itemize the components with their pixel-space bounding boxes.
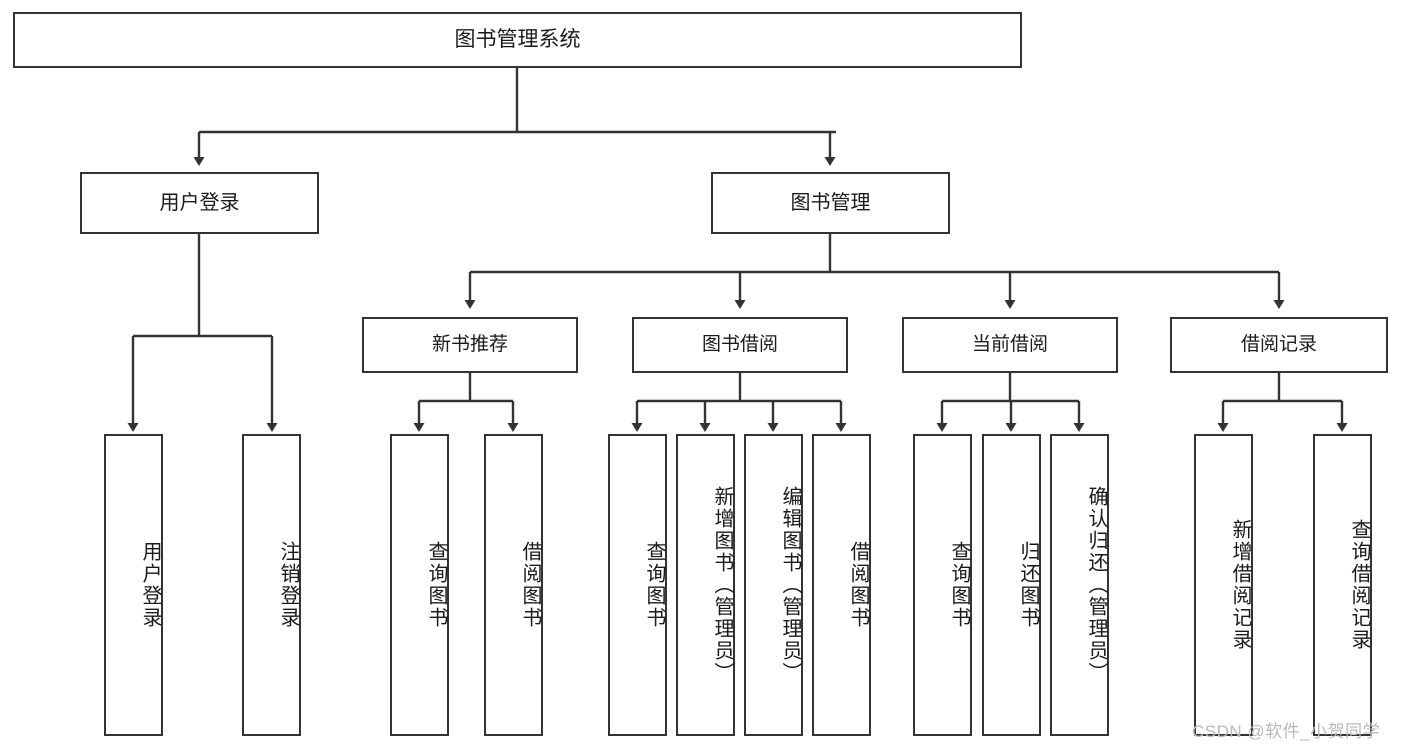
node-book-management[interactable]: 图书管理: [711, 172, 950, 234]
leaf-user-login-2[interactable]: 注销登录: [242, 434, 301, 736]
leaf-new-book-1[interactable]: 查询图书: [390, 434, 449, 736]
leaf-current-borrow-2-label: 归还图书: [1017, 541, 1039, 629]
leaf-new-book-2-label: 借阅图书: [519, 541, 541, 629]
node-book-borrow-label: 图书借阅: [701, 334, 778, 356]
node-current-borrow-label: 当前借阅: [971, 334, 1048, 356]
node-user-login-label: 用户登录: [159, 191, 240, 214]
leaf-book-borrow-1[interactable]: 查询图书: [608, 434, 667, 736]
leaf-borrow-record-1[interactable]: 新增借阅记录: [1194, 434, 1253, 736]
leaf-current-borrow-3-label: 确认归还（管理员）: [1085, 486, 1107, 684]
node-book-borrow[interactable]: 图书借阅: [632, 317, 848, 373]
leaf-user-login-1[interactable]: 用户登录: [104, 434, 163, 736]
leaf-borrow-record-1-label: 新增借阅记录: [1229, 519, 1251, 651]
node-user-login[interactable]: 用户登录: [80, 172, 319, 234]
leaf-current-borrow-3[interactable]: 确认归还（管理员）: [1050, 434, 1109, 736]
node-root[interactable]: 图书管理系统: [13, 12, 1022, 68]
leaf-book-borrow-2-label: 新增图书（管理员）: [711, 486, 733, 684]
watermark: CSDN @软件_小贺同学: [1192, 722, 1381, 741]
leaf-book-borrow-4[interactable]: 借阅图书: [812, 434, 871, 736]
leaf-book-borrow-4-label: 借阅图书: [847, 541, 869, 629]
node-borrow-record-label: 借阅记录: [1240, 334, 1317, 356]
leaf-borrow-record-2-label: 查询借阅记录: [1348, 519, 1370, 651]
leaf-book-borrow-3-label: 编辑图书（管理员）: [779, 486, 801, 684]
node-new-book-recommend-label: 新书推荐: [431, 334, 508, 356]
node-borrow-record[interactable]: 借阅记录: [1170, 317, 1388, 373]
leaf-new-book-1-label: 查询图书: [425, 541, 447, 629]
leaf-current-borrow-2[interactable]: 归还图书: [982, 434, 1041, 736]
node-new-book-recommend[interactable]: 新书推荐: [362, 317, 578, 373]
node-current-borrow[interactable]: 当前借阅: [902, 317, 1118, 373]
leaf-current-borrow-1-label: 查询图书: [948, 541, 970, 629]
leaf-current-borrow-1[interactable]: 查询图书: [913, 434, 972, 736]
node-book-management-label: 图书管理: [790, 191, 871, 214]
leaf-book-borrow-1-label: 查询图书: [643, 541, 665, 629]
leaf-new-book-2[interactable]: 借阅图书: [484, 434, 543, 736]
leaf-user-login-2-label: 注销登录: [277, 541, 299, 629]
leaf-borrow-record-2[interactable]: 查询借阅记录: [1313, 434, 1372, 736]
node-root-label: 图书管理系统: [454, 28, 581, 52]
leaf-book-borrow-3[interactable]: 编辑图书（管理员）: [744, 434, 803, 736]
leaf-book-borrow-2[interactable]: 新增图书（管理员）: [676, 434, 735, 736]
leaf-user-login-1-label: 用户登录: [139, 541, 161, 629]
